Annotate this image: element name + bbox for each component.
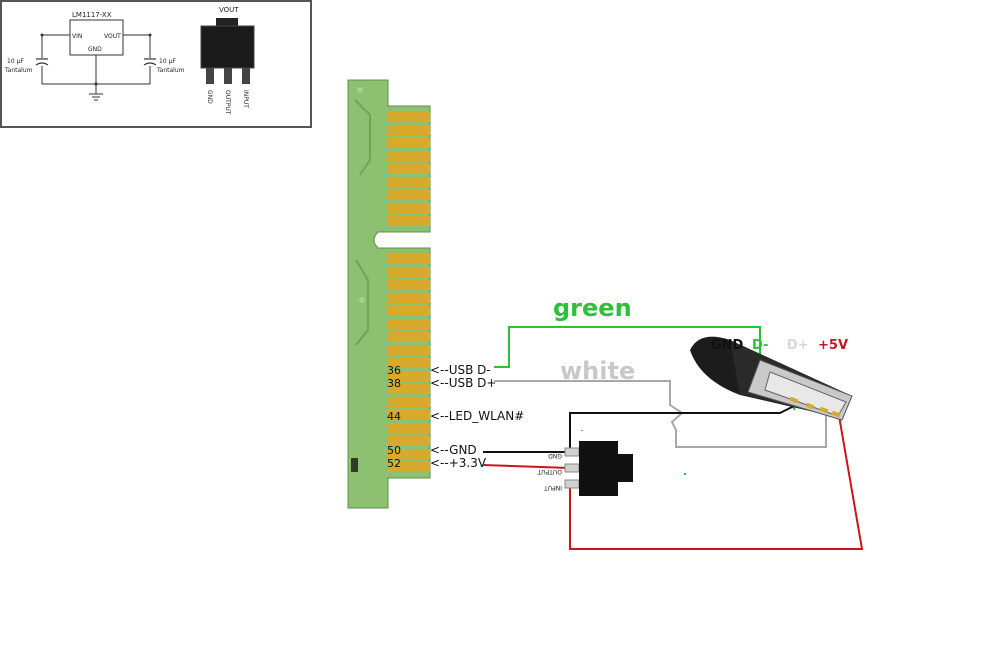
gold-contact-finger bbox=[388, 332, 430, 342]
regulator-box bbox=[69, 19, 124, 56]
pin-number-38: 38 bbox=[387, 377, 401, 390]
capacitor-left-symbol bbox=[35, 58, 49, 66]
regulator-pin-gnd: GND bbox=[548, 452, 562, 459]
pin-number-50: 50 bbox=[387, 444, 401, 457]
gold-contact-finger bbox=[388, 164, 430, 174]
pin-number-52: 52 bbox=[387, 457, 401, 470]
gold-contact-finger bbox=[388, 449, 430, 459]
regulator-name: LM1117-XX bbox=[72, 11, 112, 19]
gold-contact-finger bbox=[388, 280, 430, 290]
pin-label-gnd: <--GND bbox=[430, 443, 477, 457]
green-wire-label: green bbox=[553, 294, 632, 322]
gold-contact-finger bbox=[388, 319, 430, 329]
regulator-schematic-inset: LM1117-XX VIN VOUT GND 10 µF Tantalum 10… bbox=[0, 0, 312, 128]
pin-label-usb-d-plus: <--USB D+ bbox=[430, 376, 496, 390]
regulator-pin-input: INPUT bbox=[544, 484, 562, 491]
gold-contact-finger bbox=[388, 410, 430, 420]
stray-dot bbox=[684, 473, 686, 475]
gold-contact-finger bbox=[388, 293, 430, 303]
gold-contact-finger bbox=[388, 177, 430, 187]
gold-contact-finger bbox=[388, 423, 430, 433]
stray-dot bbox=[581, 430, 583, 431]
card-component bbox=[351, 458, 358, 472]
pin-label-3v3: <--+3.3V bbox=[430, 456, 487, 470]
red-wire-5v bbox=[569, 409, 864, 550]
gold-contact-finger bbox=[388, 371, 430, 381]
gold-contacts-upper bbox=[388, 112, 430, 226]
gold-contact-finger bbox=[388, 397, 430, 407]
vin-label: VIN bbox=[72, 33, 82, 40]
regulator-package-drawing: VOUT GND OUTPUT INPUT bbox=[200, 6, 255, 115]
usb-label-d-plus: D+ bbox=[787, 338, 809, 353]
pin-label-led-wlan: <--LED_WLAN# bbox=[430, 409, 524, 423]
package-pin-input: INPUT bbox=[242, 90, 249, 108]
card-pin-labels: 36 <--USB D- 38 <--USB D+ 44 <--LED_WLAN… bbox=[387, 363, 524, 470]
voltage-regulator: GND OUTPUT INPUT bbox=[537, 441, 633, 496]
wires bbox=[482, 326, 864, 550]
vout-label: VOUT bbox=[104, 33, 121, 40]
cap-right-type: Tantalum bbox=[156, 67, 185, 74]
package-vout-label: VOUT bbox=[219, 6, 239, 14]
gold-contact-finger bbox=[388, 306, 430, 316]
usb-label-5v: +5V bbox=[818, 338, 848, 353]
gold-contacts-lower bbox=[388, 254, 430, 472]
gold-contact-finger bbox=[388, 254, 430, 264]
pin-number-44: 44 bbox=[387, 410, 401, 423]
cap-left-type: Tantalum bbox=[4, 67, 33, 74]
gold-contact-finger bbox=[388, 125, 430, 135]
white-wire-label: white bbox=[560, 357, 635, 385]
pin-number-36: 36 bbox=[387, 364, 401, 377]
gold-contact-finger bbox=[388, 345, 430, 355]
package-pin-gnd: GND bbox=[206, 90, 213, 104]
gold-contact-finger bbox=[388, 190, 430, 200]
gold-contact-finger bbox=[388, 358, 430, 368]
cap-right-value: 10 µF bbox=[159, 58, 176, 65]
package-pin-output: OUTPUT bbox=[224, 90, 231, 115]
capacitor-right-symbol bbox=[143, 58, 157, 66]
usb-plug bbox=[690, 336, 853, 421]
gold-contact-finger bbox=[388, 151, 430, 161]
minipcie-card-edge bbox=[347, 79, 431, 509]
usb-label-d-minus: D- bbox=[752, 338, 768, 353]
gold-contact-finger bbox=[388, 216, 430, 226]
gold-contact-finger bbox=[388, 112, 430, 122]
gold-contact-finger bbox=[388, 267, 430, 277]
gold-contact-finger bbox=[388, 384, 430, 394]
pin-label-usb-d-minus: <--USB D- bbox=[430, 363, 491, 377]
white-wire bbox=[494, 380, 827, 448]
usb-label-gnd: GND bbox=[711, 338, 744, 353]
gold-contact-finger bbox=[388, 436, 430, 446]
red-wire-3v3 bbox=[482, 464, 571, 469]
gold-contact-finger bbox=[388, 203, 430, 213]
gold-contact-finger bbox=[388, 138, 430, 148]
gold-contact-finger bbox=[388, 462, 430, 472]
regulator-pin-output: OUTPUT bbox=[537, 468, 562, 475]
cap-left-value: 10 µF bbox=[7, 58, 24, 65]
gnd-label: GND bbox=[88, 46, 102, 53]
